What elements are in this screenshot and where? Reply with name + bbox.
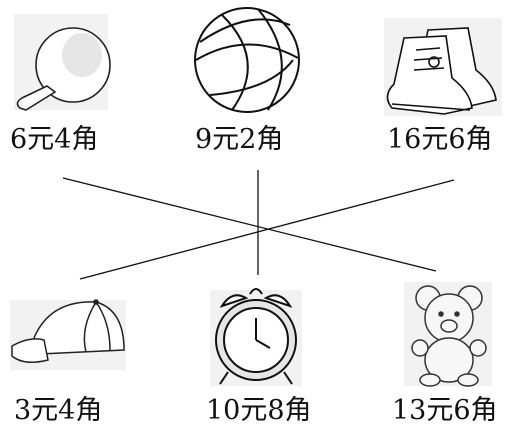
sneakers-icon	[384, 18, 502, 116]
price-label-teddy-bear: 13元6角	[392, 395, 498, 426]
ping-pong-paddle-icon	[14, 14, 111, 111]
basketball-icon	[194, 7, 300, 113]
connector-line-16y6j-3y4j	[79, 179, 455, 280]
price-label-basketball: 9元2角	[195, 124, 284, 155]
alarm-clock-icon	[210, 288, 302, 386]
cap-icon	[10, 299, 126, 370]
price-label-sneakers: 16元6角	[387, 124, 493, 155]
teddy-bear-icon	[404, 282, 492, 387]
price-label-cap: 3元4角	[14, 395, 103, 426]
connector-line-6y4j-13y6j	[62, 177, 437, 272]
price-label-alarm-clock: 10元8角	[206, 395, 312, 426]
price-label-ping-pong-paddle: 6元4角	[10, 124, 99, 155]
